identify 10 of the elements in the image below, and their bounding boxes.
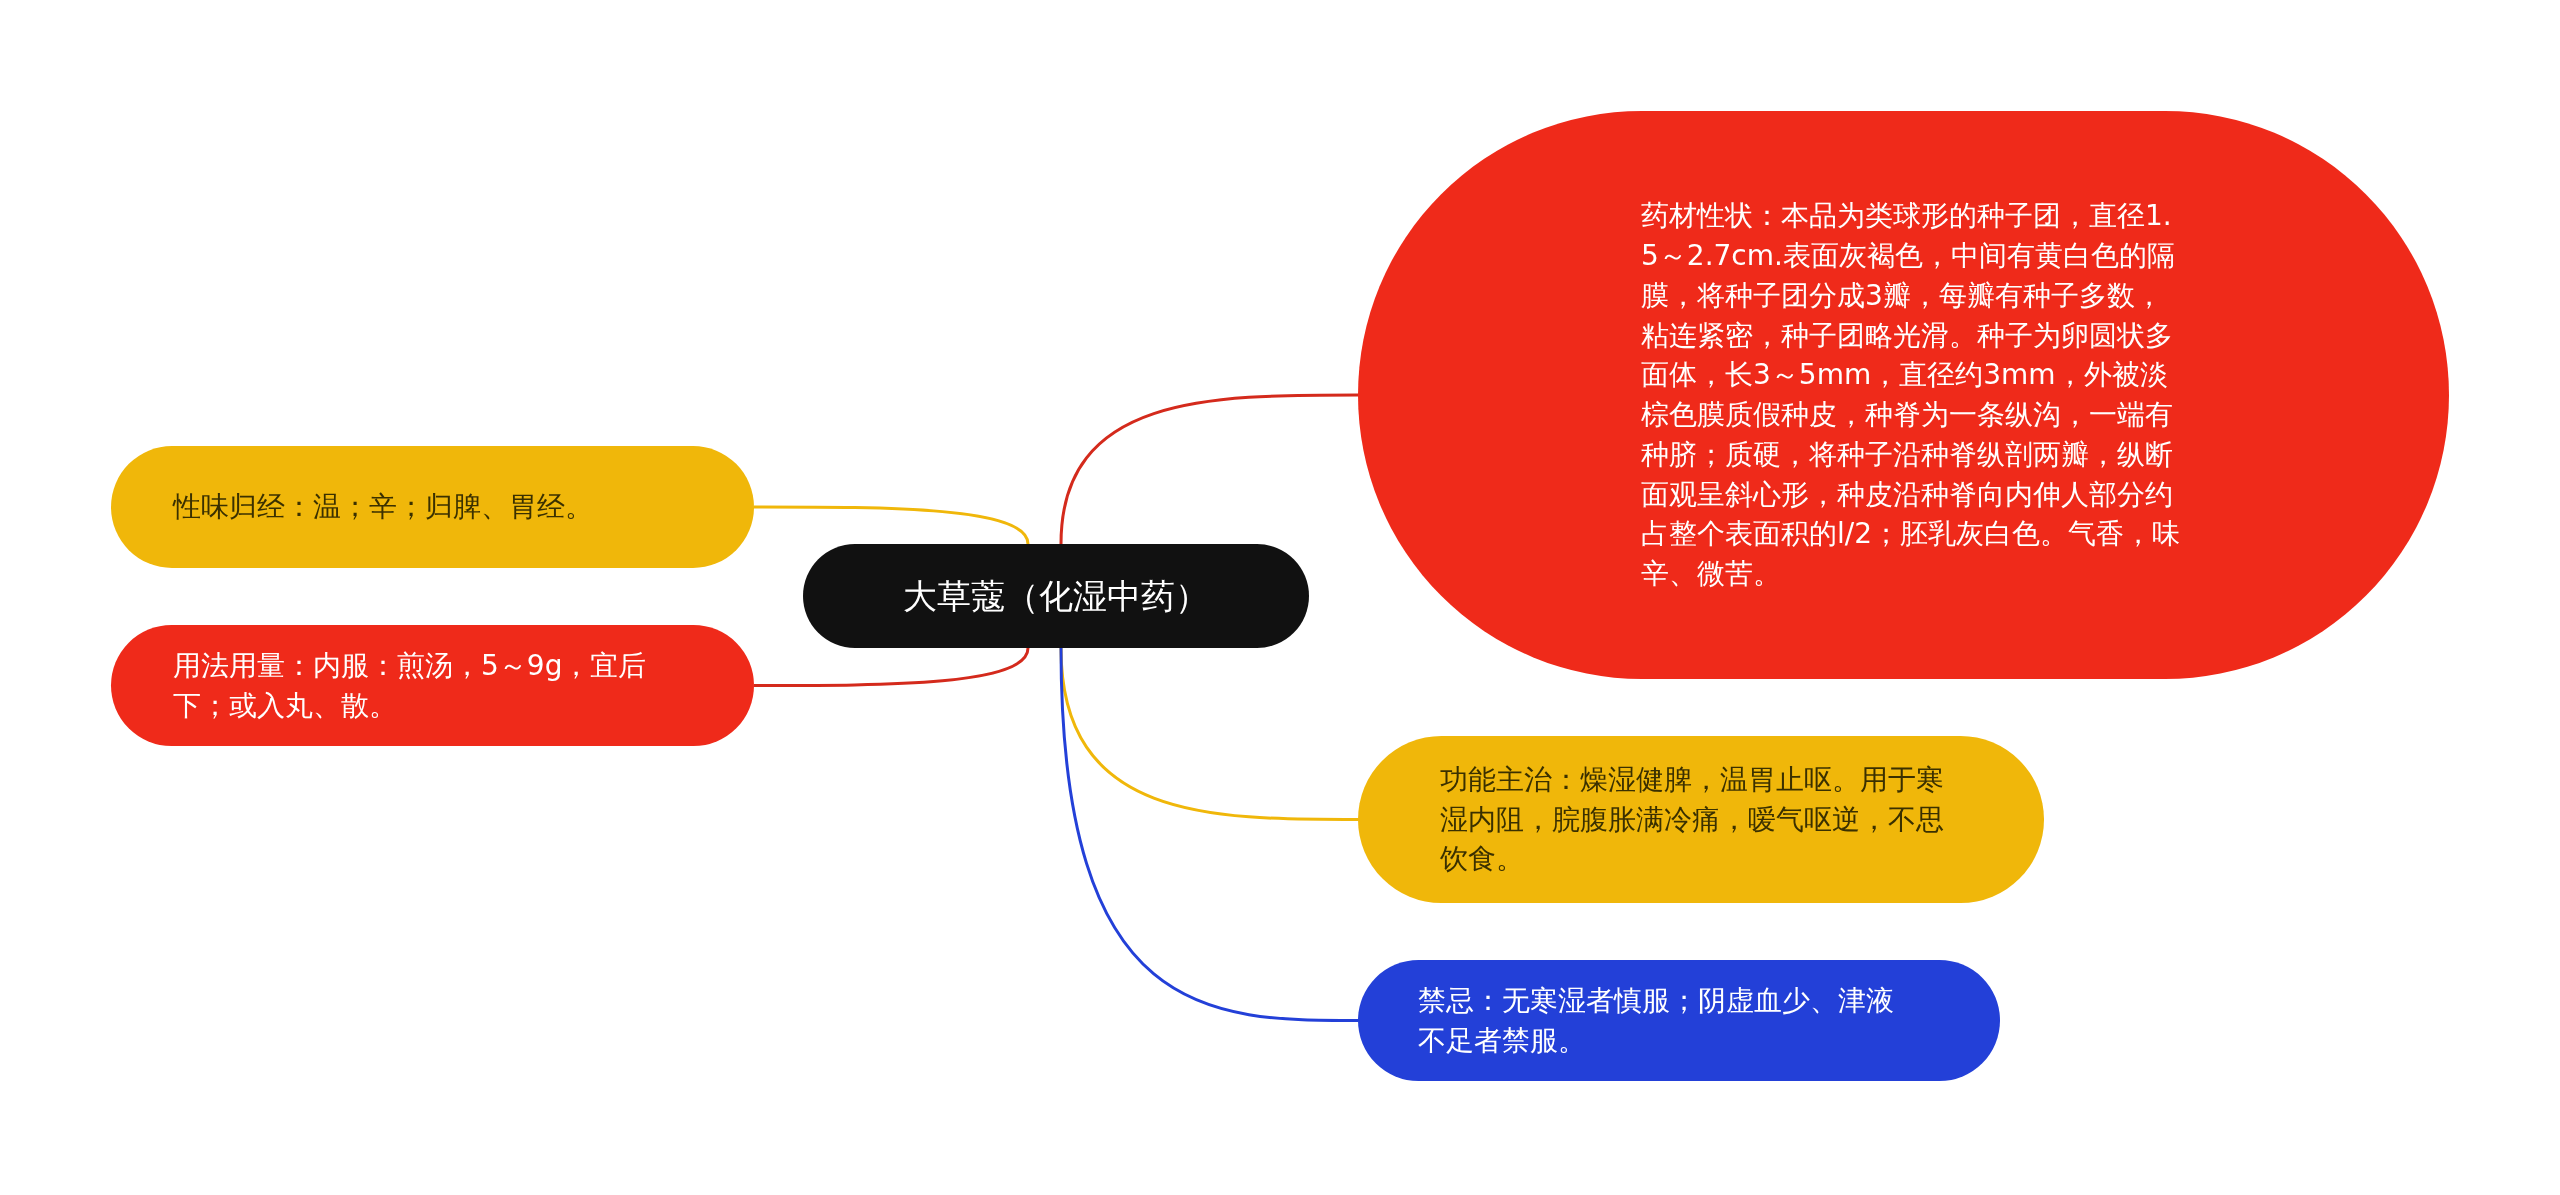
topic-text: 性味归经：温；辛；归脾、胃经。 [173,489,594,526]
topic-text: 功能主治：燥湿健脾，温胃止呕。用于寒湿内阻，脘腹胀满冷痛，嗳气呕逆，不思饮食。 [1440,761,1945,878]
topic-text: 用法用量：内服：煎汤，5～9g，宜后下；或入丸、散。 [173,647,648,724]
topic-text: 大草蔻（化湿中药） [903,574,1209,618]
topic-text: 禁忌：无寒湿者慎服；阴虚血少、津液不足者禁服。 [1418,982,1895,1059]
topic-text: 药材性状：本品为类球形的种子团，直径1.5～2.7cm.表面灰褐色，中间有黄白色的隔膜，将种子团分成3瓣，每瓣有种子多数，粘连紧密，种子团略光滑。种子为卵圆状多面体，长3～5mm，直径约3mm，外被淡棕色膜质假种皮，种脊为一条纵沟，一端有种脐；质硬，将种子沿种脊纵剖两瓣，纵断面观呈斜心形，种皮沿种脊向内伸人部分约占整个表面积的l/2；胚乳灰白色。气香，味辛、微苦。 [1641,198,2182,592]
connector-line [1059,393,1358,545]
connector-line [754,505,1030,545]
connector-line [1059,647,1358,1022]
connector-line [754,647,1030,687]
